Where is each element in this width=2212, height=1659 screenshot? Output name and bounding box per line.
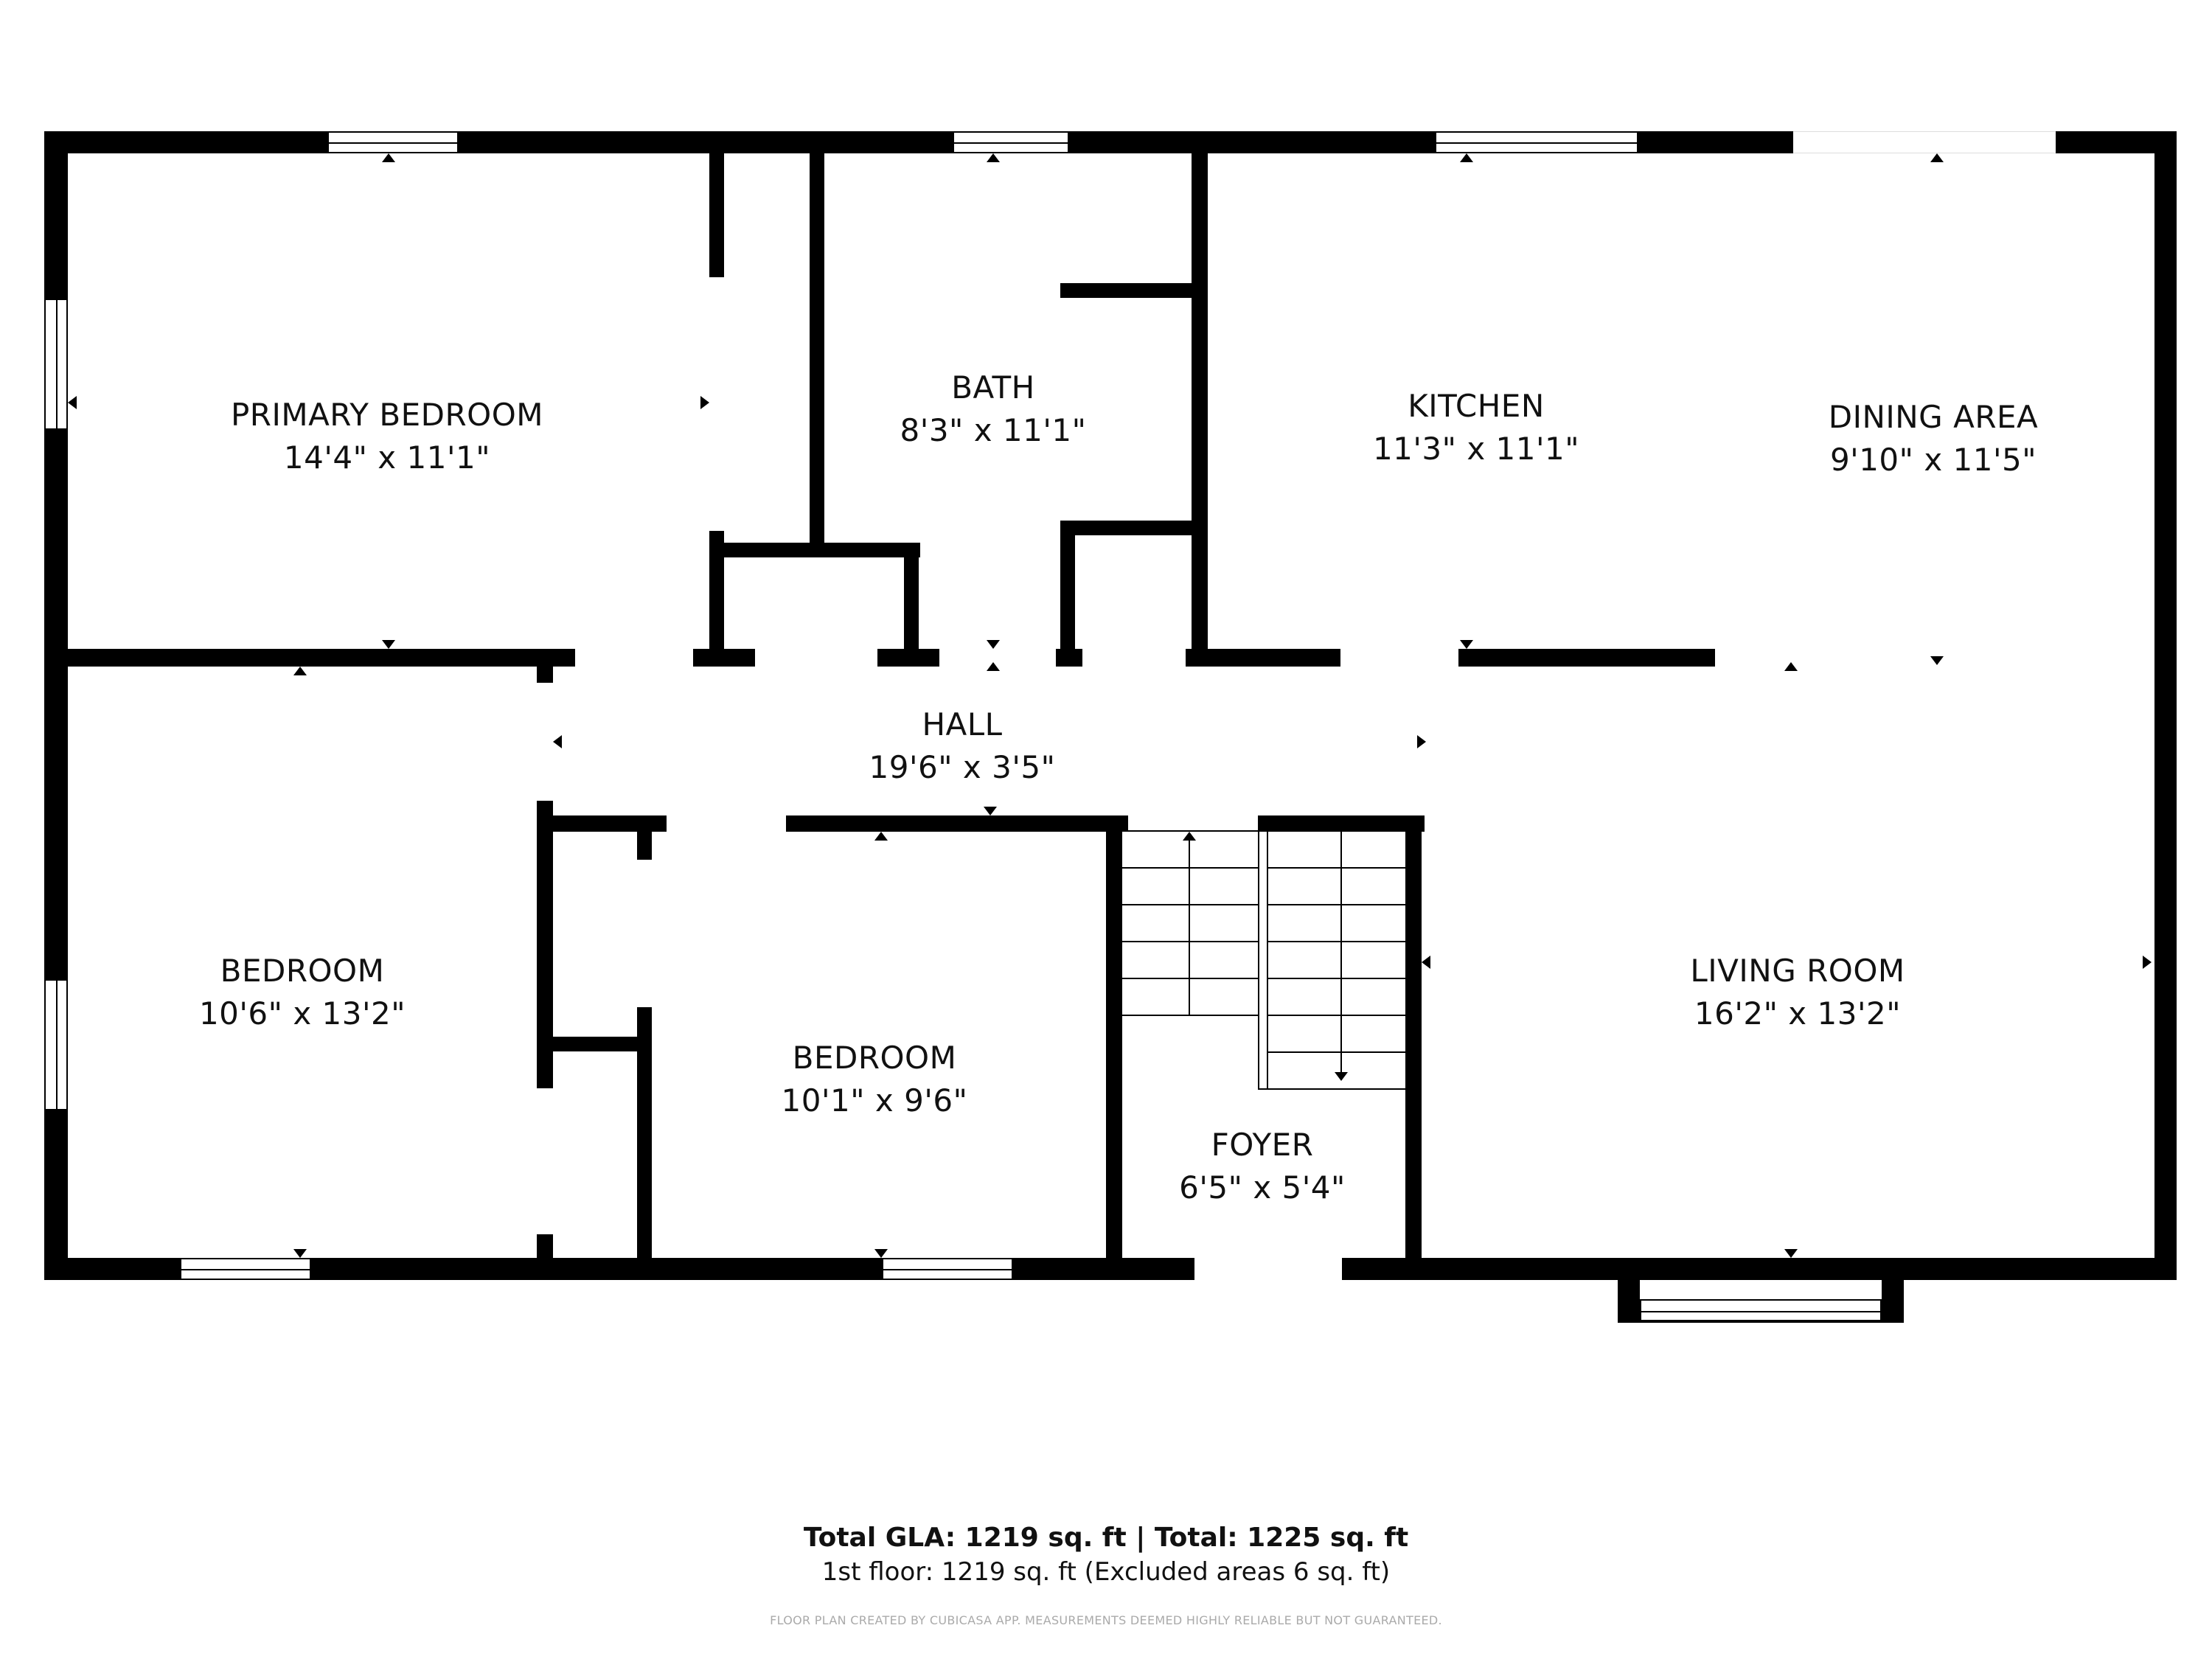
wall-hall-top-a (693, 649, 755, 667)
room-foyer: FOYER 6'5" x 5'4" (1179, 1124, 1346, 1209)
window-primary-bedroom-left (44, 299, 68, 430)
dimension-marker-icon (1460, 153, 1473, 162)
window-kitchen-top (1435, 131, 1638, 153)
room-bath: BATH 8'3" x 11'1" (900, 366, 1087, 452)
dimension-marker-icon (1784, 662, 1798, 671)
room-dining-area: DINING AREA 9'10" x 11'5" (1829, 396, 2039, 481)
total-area-summary: Total GLA: 1219 sq. ft | Total: 1225 sq.… (803, 1523, 1409, 1553)
room-hall: HALL 19'6" x 3'5" (869, 703, 1056, 789)
room-name: BEDROOM (792, 1040, 957, 1076)
room-name: PRIMARY BEDROOM (230, 397, 544, 433)
wall-bedroom2-top-a (546, 815, 667, 832)
dimension-marker-icon (382, 153, 395, 162)
wall-closet-bottom (709, 543, 920, 557)
dimension-marker-icon (553, 735, 562, 748)
opening-dining-top (1793, 131, 2056, 153)
wall-hall-top-b (877, 649, 939, 667)
window-bedroom2-bottom (882, 1258, 1013, 1280)
stair-up-arrow-icon (1183, 832, 1196, 841)
bay-bottom-ledge (1618, 1320, 1904, 1323)
dimension-marker-icon (987, 640, 1000, 649)
wall-foyer-right (1405, 815, 1422, 1265)
room-dimensions: 9'10" x 11'5" (1829, 442, 2037, 478)
wall-closet-left-top (709, 153, 724, 277)
wall-bath-shelf (1060, 283, 1196, 298)
dimension-marker-icon (382, 640, 395, 649)
room-bedroom-1: BEDROOM 10'6" x 13'2" (199, 950, 406, 1035)
wall-kitchen-bottom-a (1208, 649, 1340, 667)
dimension-marker-icon (1930, 153, 1944, 162)
dimension-marker-icon (1930, 656, 1944, 665)
dimension-marker-icon (987, 153, 1000, 162)
bay-wall-left (1618, 1258, 1640, 1323)
room-bedroom-2: BEDROOM 10'1" x 9'6" (782, 1037, 968, 1122)
bay-wall-right (1882, 1258, 1904, 1323)
dimension-marker-icon (984, 807, 997, 815)
room-living-room: LIVING ROOM 16'2" x 13'2" (1690, 950, 1905, 1035)
wall-bath-closet-left (1060, 521, 1075, 667)
dimension-marker-icon (293, 1249, 307, 1258)
wall-closet2-divider (546, 1037, 649, 1051)
dimension-marker-icon (1422, 956, 1430, 969)
disclaimer: FLOOR PLAN CREATED BY CUBICASA APP. MEAS… (770, 1613, 1442, 1627)
dimension-marker-icon (1784, 1249, 1798, 1258)
room-name: BEDROOM (220, 953, 385, 989)
room-name: HALL (922, 706, 1003, 742)
wall-bedroom2-left-bottom (637, 1007, 652, 1262)
dimension-marker-icon (987, 662, 1000, 671)
wall-bedroom2-left-top (637, 832, 652, 860)
wall-bath-closet-top (1060, 521, 1196, 535)
room-kitchen: KITCHEN 11'3" x 11'1" (1373, 385, 1579, 470)
window-primary-bedroom-top (327, 131, 459, 153)
wall-bedroom2-top-b (786, 815, 1128, 832)
dimension-marker-icon (874, 1249, 888, 1258)
room-dimensions: 6'5" x 5'4" (1179, 1169, 1346, 1206)
dimension-marker-icon (2143, 956, 2152, 969)
dimension-marker-icon (1460, 640, 1473, 649)
room-name: LIVING ROOM (1690, 953, 1905, 989)
wall-primary-bottom (68, 649, 575, 667)
wall-closet-right (904, 543, 919, 667)
window-bath-top (953, 131, 1069, 153)
wall-closet-left-bottom (709, 531, 724, 649)
wall-bath-right (1192, 153, 1208, 667)
room-dimensions: 14'4" x 11'1" (283, 439, 491, 476)
room-name: KITCHEN (1408, 388, 1545, 424)
wall-kitchen-bottom-b (1458, 649, 1715, 667)
room-primary-bedroom: PRIMARY BEDROOM 14'4" x 11'1" (231, 394, 543, 479)
window-bedroom-bottom (180, 1258, 311, 1280)
dimension-marker-icon (700, 396, 709, 409)
room-dimensions: 8'3" x 11'1" (900, 412, 1087, 448)
dimension-marker-icon (874, 832, 888, 841)
exterior-wall-right (2154, 131, 2177, 1280)
wall-bedroom-right-bottom (537, 1234, 553, 1264)
wall-bath-left (810, 153, 824, 544)
wall-bedroom-right-mid (537, 801, 553, 1088)
dimension-marker-icon (68, 396, 77, 409)
dimension-marker-icon (1417, 735, 1426, 748)
room-dimensions: 10'1" x 9'6" (781, 1082, 968, 1119)
room-name: FOYER (1211, 1127, 1314, 1163)
wall-stair-top-right (1258, 815, 1425, 832)
room-dimensions: 10'6" x 13'2" (198, 995, 406, 1032)
room-dimensions: 11'3" x 11'1" (1372, 431, 1580, 467)
window-bedroom-left (44, 979, 68, 1110)
dimension-marker-icon (293, 667, 307, 675)
stair-down-arrow-icon (1335, 1072, 1348, 1081)
room-name: DINING AREA (1828, 399, 2039, 435)
wall-bedroom-right-top (537, 649, 553, 683)
exterior-wall-bottom-right (1342, 1258, 2177, 1280)
floor-area-detail: 1st floor: 1219 sq. ft (Excluded areas 6… (821, 1557, 1391, 1587)
wall-bedroom2-right (1106, 815, 1122, 1265)
room-name: BATH (951, 369, 1035, 406)
room-dimensions: 16'2" x 13'2" (1694, 995, 1902, 1032)
room-dimensions: 19'6" x 3'5" (869, 749, 1056, 785)
